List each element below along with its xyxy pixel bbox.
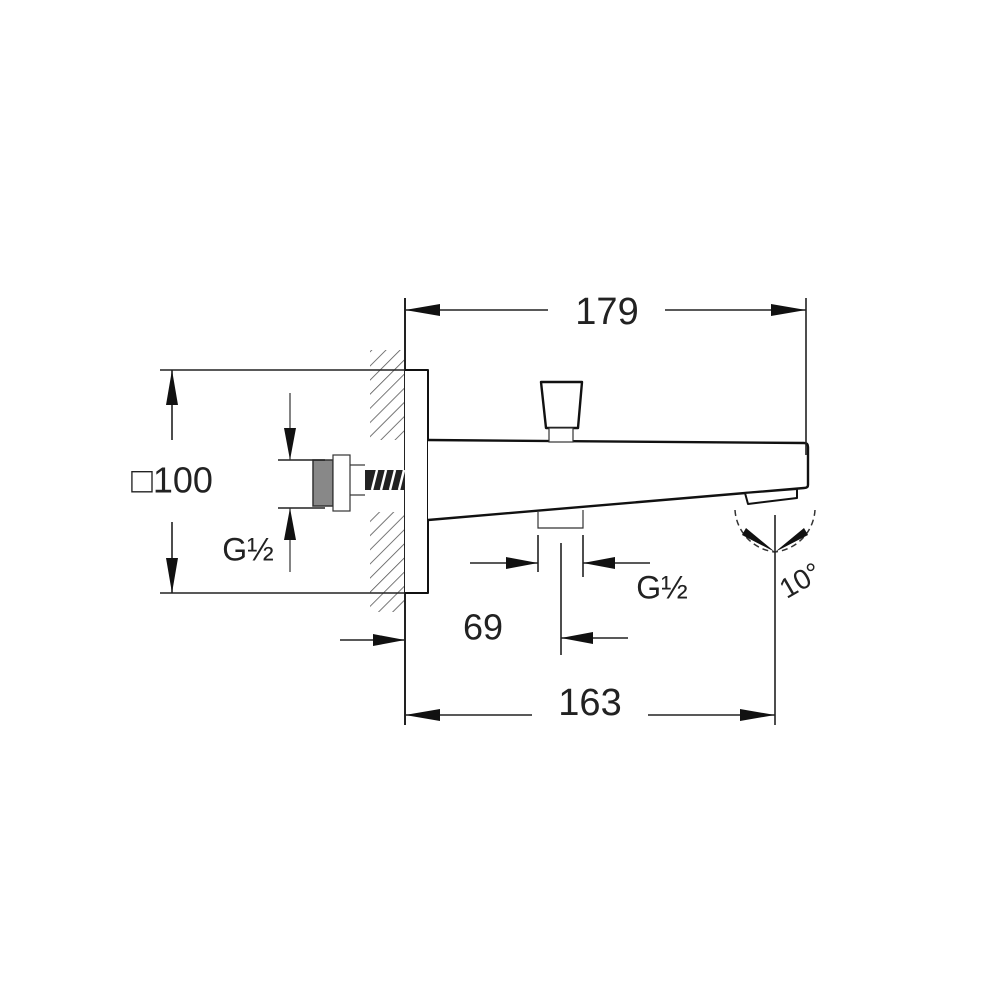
dimension-163: 163 — [405, 682, 775, 724]
dim-100-label: □100 — [131, 460, 213, 501]
spout-body — [427, 438, 810, 522]
inlet-fitting — [312, 454, 406, 512]
dimension-179: 179 — [405, 291, 807, 455]
hex-nut — [332, 454, 351, 512]
angle-label: 10° — [774, 556, 826, 604]
wall-hatching-bottom — [370, 512, 405, 612]
diverter-connection — [537, 510, 584, 529]
cover-plate — [405, 369, 429, 594]
angle-arrow-right — [775, 528, 808, 552]
dim-163-label: 163 — [558, 682, 621, 724]
inlet-thread-label: G½ — [222, 531, 274, 567]
diverter-knob — [539, 380, 584, 430]
dim-69-label: 69 — [463, 607, 503, 648]
wall — [370, 298, 406, 725]
wall-hatching-top — [370, 350, 405, 440]
knurled-nut — [312, 459, 334, 507]
diverter-stem — [548, 427, 574, 443]
dim-179-label: 179 — [575, 291, 638, 333]
dimension-diverter-thread: G½ — [470, 535, 688, 605]
aerator — [744, 488, 798, 505]
diverter-thread-label: G½ — [636, 569, 688, 605]
dimension-inlet-thread: G½ — [222, 393, 325, 572]
dimension-69: 69 — [340, 543, 628, 655]
angle-arrow-left — [742, 528, 775, 552]
dimension-100: □100 — [131, 369, 405, 594]
